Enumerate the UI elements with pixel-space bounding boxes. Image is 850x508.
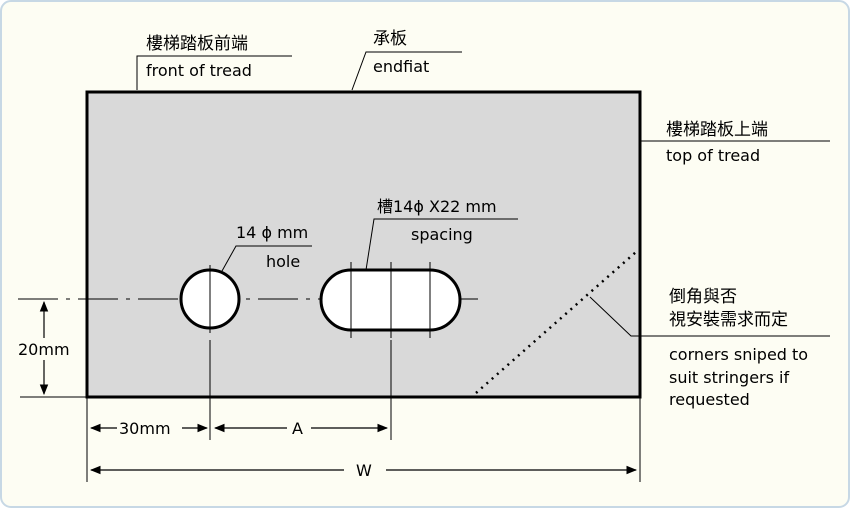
- front-label-cn: 樓梯踏板前端: [146, 34, 248, 54]
- corners-label-cn-1: 倒角與否: [669, 287, 737, 307]
- slot-label-title: 槽14ϕ X22 mm: [377, 197, 497, 216]
- hole-label-en: hole: [266, 252, 300, 271]
- height-dim-label-bg: [16, 338, 76, 360]
- top-label-cn: 樓梯踏板上端: [666, 120, 768, 140]
- tread-plate: [85, 90, 642, 399]
- corners-leader-line: [589, 296, 830, 337]
- slot-leader-line: [365, 218, 518, 271]
- front-label-en: front of tread: [146, 61, 252, 80]
- sniped-corner-line: [475, 251, 637, 394]
- hole-leader-line: [221, 245, 312, 272]
- width-dim-label: W: [356, 461, 372, 480]
- slot-label-en: spacing: [411, 225, 473, 244]
- corners-label-en-2: suit stringers if: [669, 368, 790, 387]
- endplate-label-en: endfiat: [373, 57, 429, 76]
- corners-label-en-1: corners sniped to: [669, 345, 808, 364]
- spacing-dim-label: A: [292, 419, 303, 438]
- corners-label-en-3: requested: [669, 390, 750, 409]
- offset-dim-label: 30mm: [119, 419, 171, 438]
- endplate-leader-line: [351, 51, 462, 91]
- height-dim-label: 20mm: [18, 340, 70, 359]
- front-leader-line: [136, 55, 292, 90]
- top-label-en: top of tread: [666, 146, 760, 165]
- hole-label-title: 14 ϕ mm: [236, 223, 308, 242]
- endplate-label-cn: 承板: [373, 29, 407, 49]
- corners-label-cn-2: 視安裝需求而定: [669, 310, 788, 330]
